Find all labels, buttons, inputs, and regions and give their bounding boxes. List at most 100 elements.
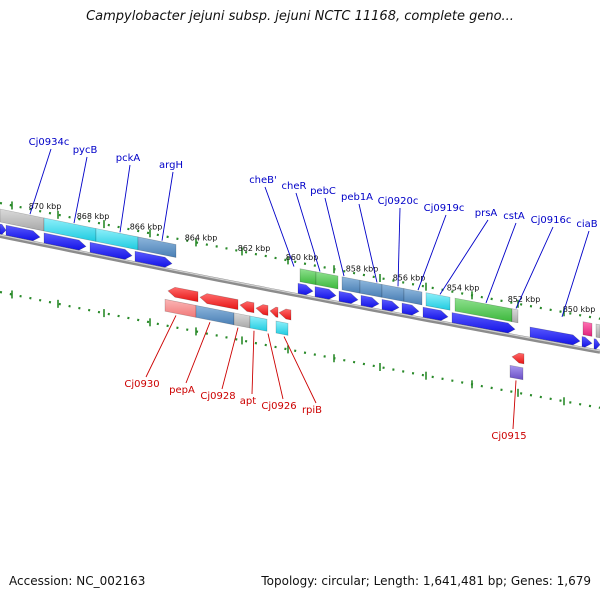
ruler-label: 854 kbp bbox=[447, 284, 480, 293]
ruler-label: 860 kbp bbox=[286, 253, 319, 262]
forward-cds-arrow bbox=[43, 232, 87, 251]
cog-block bbox=[164, 298, 197, 318]
forward-label-leader bbox=[73, 156, 88, 224]
forward-cds-arrow bbox=[134, 250, 173, 268]
reverse-label-leader bbox=[145, 315, 177, 378]
forward-label-leader bbox=[295, 192, 321, 272]
forward-label-leader bbox=[119, 164, 131, 233]
forward-cds-arrow bbox=[297, 282, 314, 296]
reverse-cds-arrow bbox=[269, 306, 279, 318]
cog-block bbox=[43, 217, 97, 242]
gene-label-reverse: apt bbox=[240, 396, 256, 407]
ruler-label: 864 kbp bbox=[185, 233, 218, 242]
cog-block bbox=[299, 268, 317, 286]
gene-label-forward: pckA bbox=[116, 153, 141, 164]
ruler-label: 858 kbp bbox=[346, 265, 379, 274]
forward-label-leader bbox=[324, 197, 345, 277]
reverse-label-leader bbox=[251, 330, 255, 395]
cog-block bbox=[315, 271, 339, 290]
gene-label-reverse: rpiB bbox=[302, 405, 322, 416]
reverse-label-leader bbox=[185, 322, 211, 384]
cog-block bbox=[511, 308, 519, 324]
cog-block bbox=[275, 320, 289, 336]
forward-cds-arrow bbox=[593, 338, 600, 350]
gene-label-forward: peb1A bbox=[341, 192, 373, 203]
forward-label-leader bbox=[264, 186, 295, 267]
forward-cds-arrow bbox=[338, 290, 359, 304]
ruler-label: 866 kbp bbox=[130, 223, 163, 232]
forward-label-leader bbox=[358, 203, 378, 283]
cog-block bbox=[341, 276, 361, 294]
forward-cds-arrow bbox=[581, 336, 593, 348]
gene-label-forward: pycB bbox=[73, 145, 98, 156]
cog-block bbox=[137, 236, 177, 258]
gene-label-forward: Cj0919c bbox=[424, 203, 465, 214]
gene-label-forward: cstA bbox=[503, 211, 525, 222]
forward-cds-arrow bbox=[401, 302, 420, 316]
gene-label-reverse: Cj0926 bbox=[261, 401, 296, 412]
ruler-label: 868 kbp bbox=[77, 212, 110, 221]
gene-label-forward: Cj0916c bbox=[531, 215, 572, 226]
gene-label-reverse: Cj0930 bbox=[124, 379, 159, 390]
cog-block bbox=[403, 288, 423, 306]
forward-label-leader bbox=[485, 222, 517, 304]
reverse-label-leader bbox=[283, 336, 317, 404]
forward-cds-arrow bbox=[422, 306, 449, 321]
gene-label-reverse: pepA bbox=[169, 385, 195, 396]
cog-block bbox=[359, 279, 383, 298]
gene-label-forward: Cj0934c bbox=[29, 137, 70, 148]
cog-block bbox=[381, 284, 405, 302]
forward-cds-arrow bbox=[360, 295, 380, 308]
gene-label-forward: argH bbox=[159, 160, 183, 171]
forward-cds-arrow bbox=[529, 326, 581, 346]
reverse-cds-arrow bbox=[511, 352, 525, 365]
cog-block bbox=[509, 364, 524, 381]
forward-label-leader bbox=[397, 207, 401, 287]
forward-cds-arrow bbox=[0, 223, 7, 235]
forward-cds-arrow bbox=[451, 312, 516, 334]
reverse-cds-arrow bbox=[167, 286, 199, 303]
ruler-label: 856 kbp bbox=[393, 273, 426, 282]
gene-label-forward: prsA bbox=[475, 208, 498, 219]
ruler-label: 852 kbp bbox=[508, 295, 541, 304]
forward-label-leader bbox=[439, 219, 489, 295]
cog-block bbox=[233, 312, 251, 329]
gene-label-forward: pebC bbox=[310, 186, 336, 197]
reverse-cds-arrow bbox=[239, 301, 255, 314]
forward-cds-arrow bbox=[5, 224, 41, 242]
gene-label-forward: Cj0920c bbox=[378, 196, 419, 207]
gene-label-reverse: Cj0928 bbox=[200, 391, 235, 402]
reverse-label-leader bbox=[221, 327, 239, 390]
cog-block bbox=[595, 323, 600, 339]
reverse-cds-arrow bbox=[278, 308, 292, 321]
reverse-label-leader bbox=[512, 380, 517, 430]
ruler-label: 850 kbp bbox=[563, 305, 596, 314]
map-title: Campylobacter jejuni subsp. jejuni NCTC … bbox=[86, 9, 514, 24]
forward-label-leader bbox=[561, 230, 590, 318]
forward-cds-arrow bbox=[89, 241, 133, 260]
accession-text: Accession: NC_002163 bbox=[9, 574, 146, 588]
forward-label-leader bbox=[515, 226, 554, 309]
cog-block bbox=[582, 321, 593, 337]
gene-label-forward: cheR bbox=[282, 181, 307, 192]
reverse-cds-arrow bbox=[199, 293, 239, 311]
ruler-label: 870 kbp bbox=[29, 202, 62, 211]
forward-label-leader bbox=[29, 148, 52, 215]
genome-summary-text: Topology: circular; Length: 1,641,481 bp… bbox=[261, 574, 591, 588]
cog-block bbox=[249, 315, 268, 332]
backbone-line bbox=[0, 234, 600, 354]
reverse-cds-arrow bbox=[255, 304, 269, 316]
ruler-label: 862 kbp bbox=[238, 244, 271, 253]
gene-label-forward: cheB' bbox=[249, 175, 277, 186]
forward-cds-arrow bbox=[314, 286, 337, 300]
forward-label-leader bbox=[161, 171, 174, 241]
forward-cds-arrow bbox=[381, 299, 400, 312]
cog-block bbox=[195, 305, 235, 326]
gene-label-forward: ciaB bbox=[576, 219, 597, 230]
reverse-label-leader bbox=[267, 333, 284, 400]
backbone-highlight bbox=[0, 234, 600, 352]
gene-label-reverse: Cj0915 bbox=[491, 431, 526, 442]
forward-label-leader bbox=[417, 214, 447, 291]
cog-block bbox=[425, 292, 451, 311]
